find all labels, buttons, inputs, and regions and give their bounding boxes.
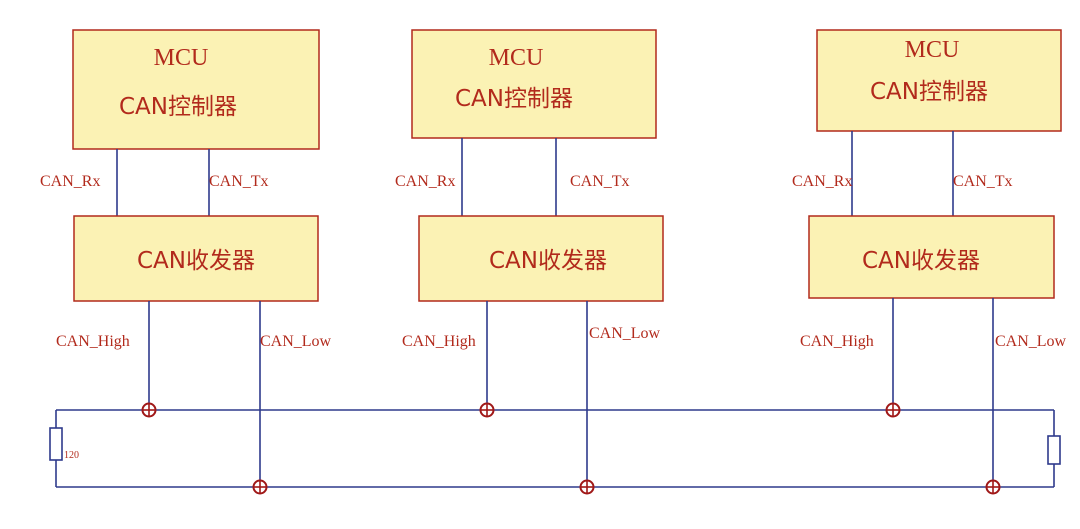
low-junction (579, 479, 595, 495)
tx-label: CAN_Tx (570, 173, 630, 190)
low-junction (985, 479, 1001, 495)
transceiver-label: CAN收发器 (862, 248, 980, 274)
mcu-label: MCU (154, 45, 209, 71)
left-resistor-label: 120 (64, 450, 79, 461)
high-label: CAN_High (800, 333, 874, 350)
transceiver-box (808, 215, 1055, 299)
high-junction (479, 402, 495, 418)
right-resistor-body (1047, 435, 1061, 465)
high-junction (141, 402, 157, 418)
tx-label: CAN_Tx (953, 173, 1013, 190)
right-termination-resistor (1047, 410, 1061, 487)
mcu-label: MCU (489, 45, 544, 71)
transceiver-box (73, 215, 319, 302)
mcu-controller-box (411, 29, 657, 139)
rx-label: CAN_Rx (40, 173, 100, 190)
rx-label: CAN_Rx (792, 173, 852, 190)
low-label: CAN_Low (995, 333, 1067, 350)
can-node-3: MCU CAN控制器 CAN_Rx CAN_Tx CAN收发器 CAN_High… (792, 29, 1067, 495)
mcu-label: MCU (905, 37, 960, 63)
left-resistor-body (49, 427, 63, 461)
rx-label: CAN_Rx (395, 173, 455, 190)
high-label: CAN_High (402, 333, 476, 350)
transceiver-box (418, 215, 664, 302)
low-label: CAN_Low (260, 333, 332, 350)
high-junction (885, 402, 901, 418)
can-node-2: MCU CAN控制器 CAN_Rx CAN_Tx CAN收发器 CAN_High… (395, 29, 664, 495)
mcu-controller-box (816, 29, 1062, 132)
low-label: CAN_Low (589, 325, 661, 342)
can-node-1: MCU CAN控制器 CAN_Rx CAN_Tx CAN收发器 CAN_High… (40, 29, 332, 495)
transceiver-label: CAN收发器 (489, 248, 607, 274)
transceiver-label: CAN收发器 (137, 248, 255, 274)
high-label: CAN_High (56, 333, 130, 350)
low-junction (252, 479, 268, 495)
mcu-controller-box (72, 29, 320, 150)
left-termination-resistor: 120 (49, 410, 79, 487)
controller-label: CAN控制器 (870, 79, 988, 105)
tx-label: CAN_Tx (209, 173, 269, 190)
controller-label: CAN控制器 (119, 94, 237, 120)
controller-label: CAN控制器 (455, 86, 573, 112)
